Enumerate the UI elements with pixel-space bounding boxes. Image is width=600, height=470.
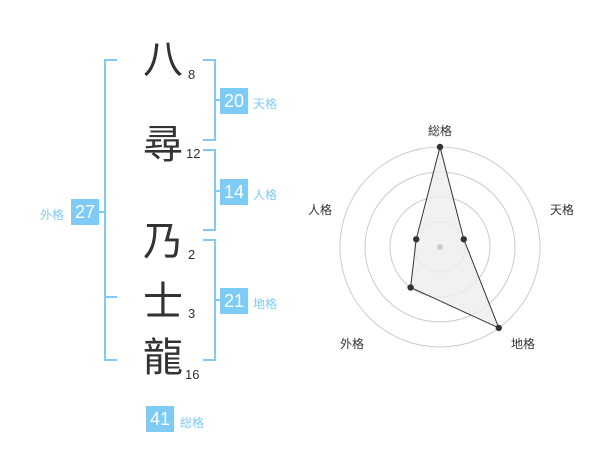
gaikaku-label: 外格 [40,208,65,222]
soukaku-value: 41 [146,406,174,432]
radar-center [437,244,443,250]
name-char-4: 士 [143,279,183,325]
radar-axis-label-gaikaku: 外格 [340,337,365,351]
radar-axis-label-jinkaku: 人格 [308,203,333,217]
radar-axis-label-soukaku: 総格 [428,124,453,138]
radar-point-1 [436,143,444,151]
name-char-5: 龍 [143,335,183,381]
radar-axis-label-tenkaku: 天格 [550,203,575,217]
stroke-count-1: 8 [188,67,196,82]
tenkaku-label: 天格 [253,97,278,111]
radar-point-5 [413,236,420,243]
radar-polygon [410,146,500,329]
gaikaku-value: 27 [71,199,99,225]
radar-point-2 [460,236,467,243]
stroke-count-3: 2 [188,247,196,262]
chikaku-label: 地格 [253,297,278,311]
tenkaku-value: 20 [220,88,248,114]
name-char-3: 乃 [143,219,183,265]
stroke-count-5: 16 [185,367,200,382]
jinkaku-label: 人格 [253,188,278,202]
soukaku-label: 総格 [180,416,205,430]
jinkaku-value: 14 [220,179,248,205]
gaikaku-bracket [104,59,117,361]
radar-point-4 [407,284,414,291]
name-char-2: 尋 [143,122,183,168]
radar-axis-label-chikaku: 地格 [511,337,536,351]
radar-point-3 [495,324,502,332]
stroke-count-4: 3 [188,306,196,321]
chikaku-value: 21 [220,288,248,314]
name-char-1: 八 [143,37,183,83]
stroke-count-2: 12 [186,146,201,161]
